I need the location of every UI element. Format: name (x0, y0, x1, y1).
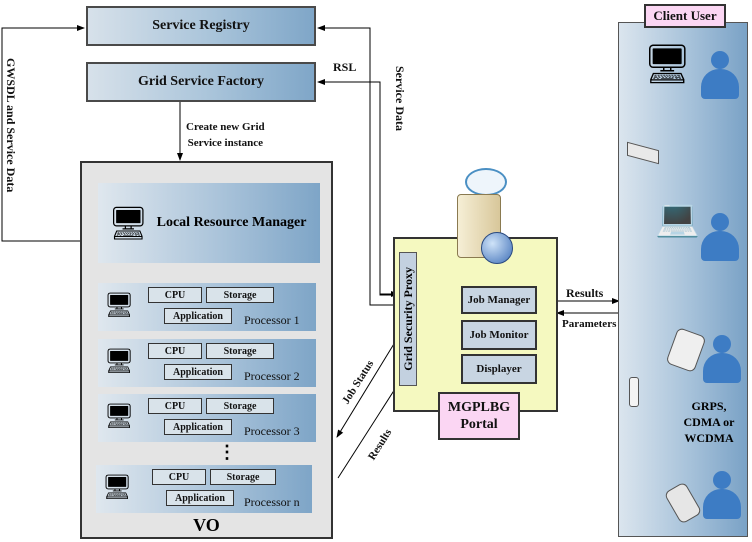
application-tag: Application (166, 490, 234, 506)
processor-name: Processor 1 (244, 313, 300, 327)
cpu-tag: CPU (148, 343, 202, 359)
vo-container: 🖥 Local Resource Manager 🖥 CPU Storage A… (80, 161, 333, 539)
service-data-arrow (317, 25, 395, 306)
create-instance-line1: Create new Grid (186, 121, 265, 133)
create-instance-label: Create new Grid Service instance (186, 119, 265, 151)
processor-name: Processor 3 (244, 424, 300, 438)
network-line1: GRPS, (691, 399, 727, 413)
service-registry-label: Service Registry (152, 18, 250, 33)
laptop-icon: 💻 (655, 198, 700, 238)
grid-service-factory-box: Grid Service Factory (86, 62, 316, 102)
processor-panel: 🖥 CPU Storage Application Processor 2 (98, 339, 316, 387)
local-resource-manager-label: Local Resource Manager (156, 215, 307, 230)
desktop-computer-icon: 🖥 (643, 44, 692, 86)
vo-title: VO (193, 515, 220, 535)
server-icon: 🖥 (104, 404, 135, 430)
user-icon (701, 213, 739, 263)
server-icon: 🖥 (108, 205, 149, 241)
local-resource-manager-panel: 🖥 Local Resource Manager (98, 183, 320, 263)
client-user-title: Client User (644, 4, 726, 28)
job-manager-box: Job Manager (461, 286, 537, 314)
service-registry-box: Service Registry (86, 6, 316, 46)
application-tag: Application (164, 364, 232, 380)
storage-tag: Storage (206, 287, 274, 303)
portal-name-line1: MGPLBG (447, 400, 511, 415)
grid-service-factory-label: Grid Service Factory (138, 74, 264, 89)
globe-icon (481, 232, 513, 264)
application-tag: Application (164, 419, 232, 435)
storage-tag: Storage (206, 343, 274, 359)
processor-panel: 🖥 CPU Storage Application Processor 1 (98, 283, 316, 331)
network-line3: WCDMA (684, 431, 734, 445)
cpu-tag: CPU (152, 469, 206, 485)
mobile-phone-icon (663, 481, 703, 525)
storage-tag: Storage (210, 469, 276, 485)
user-icon (703, 471, 741, 521)
grid-security-proxy-box: Grid Security Proxy (399, 252, 417, 386)
network-switch-icon (627, 141, 659, 165)
processor-panel: 🖥 CPU Storage Application Processor 3 (98, 394, 316, 442)
application-tag: Application (164, 308, 232, 324)
processor-name: Processor n (244, 495, 300, 509)
storage-tag: Storage (206, 398, 274, 414)
pda-icon (665, 327, 707, 373)
network-type-label: GRPS, CDMA or WCDMA (679, 398, 739, 446)
service-data-label: Service Data (393, 66, 407, 131)
displayer-box: Displayer (461, 354, 537, 384)
network-line2: CDMA or (683, 415, 735, 429)
create-instance-line2: Service instance (187, 137, 264, 149)
server-icon: 🖥 (104, 349, 135, 375)
cpu-tag: CPU (148, 287, 202, 303)
results-arrow (337, 377, 403, 479)
gwsdl-label: GWSDL and Service Data (4, 58, 18, 193)
portal-name-box: MGPLBG Portal (438, 392, 520, 440)
cpu-tag: CPU (148, 398, 202, 414)
job-status-arrow (336, 333, 401, 438)
server-icon: 🖥 (104, 293, 135, 319)
rsl-arrow (317, 79, 398, 296)
globe-cluster-icon (465, 168, 507, 196)
server-icon: 🖥 (102, 475, 133, 501)
grid-security-proxy-label: Grid Security Proxy (400, 267, 415, 371)
antenna-tower-icon (629, 377, 639, 407)
processor-name: Processor 2 (244, 369, 300, 383)
portal-server (445, 168, 525, 268)
user-icon (703, 335, 741, 385)
results-client-label: Results (566, 286, 604, 300)
gwsdl-arrow (1, 25, 85, 242)
more-processors-ellipsis: ⋮ (218, 442, 236, 462)
user-icon (701, 51, 739, 101)
client-user-panel: 🖥 💻 GRPS, CDMA or WCDMA (618, 22, 748, 537)
processor-panel: 🖥 CPU Storage Application Processor n (96, 465, 312, 513)
portal-name-line2: Portal (460, 417, 498, 432)
rsl-label: RSL (333, 60, 357, 74)
job-monitor-box: Job Monitor (461, 320, 537, 350)
parameters-label: Parameters (562, 318, 617, 330)
